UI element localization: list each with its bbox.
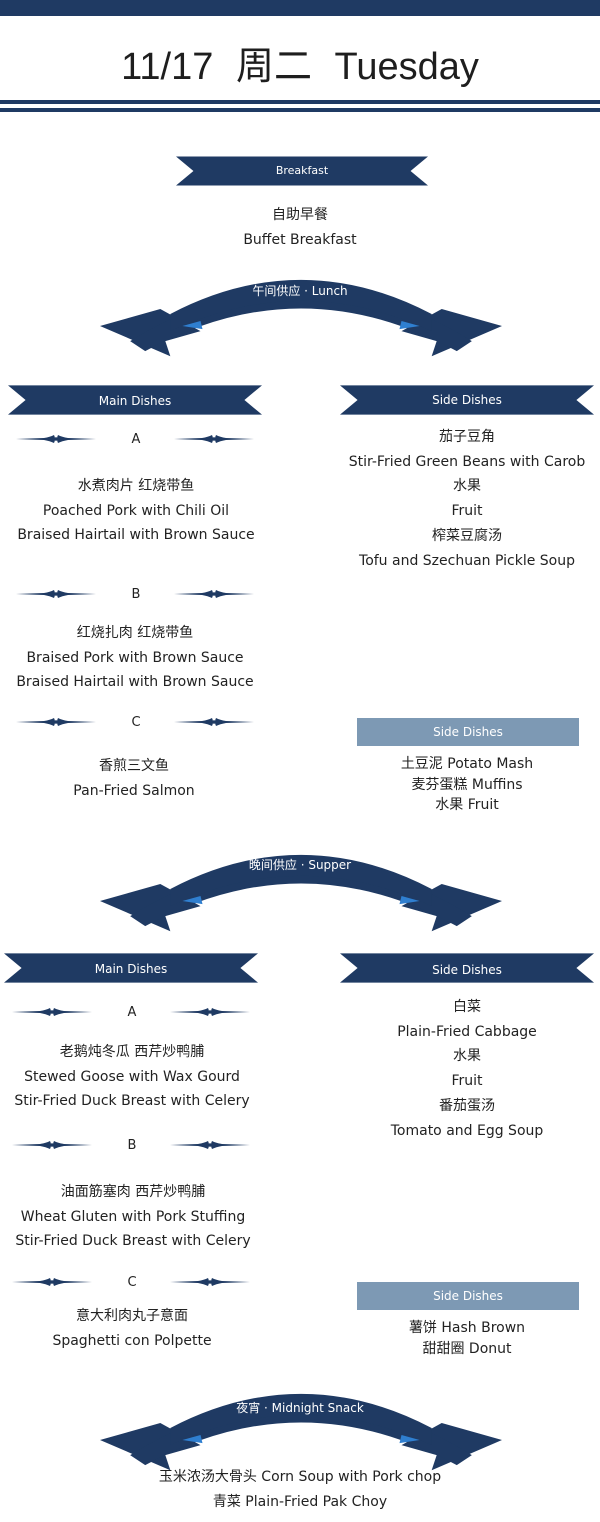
supper-sides2: 薯饼 Hash Brown 甜甜圈 Donut [336, 1318, 598, 1359]
dish-line: 意大利肉丸子意面 [76, 1308, 188, 1324]
ornament-right-icon [174, 590, 254, 598]
supper-option-b-header: B [12, 1138, 250, 1158]
lunch-option-b: 红烧扎肉 红烧带鱼 Braised Pork with Brown Sauce … [0, 621, 270, 695]
option-letter: A [131, 432, 141, 447]
midnight-items: 玉米浓汤大骨头 Corn Soup with Pork chop 青菜 Plai… [0, 1465, 600, 1514]
side-line: 番茄蛋汤 [439, 1097, 495, 1114]
side-line: 榨菜豆腐汤 [432, 527, 502, 544]
ornament-left-icon [16, 435, 96, 443]
ornament-right-icon [170, 1278, 250, 1286]
dish-line: Poached Pork with Chili Oil [42, 502, 230, 519]
dish-line: Braised Pork with Brown Sauce [26, 649, 244, 666]
supper-side2-label: Side Dishes [357, 1282, 579, 1310]
side-line: 水果 [453, 1048, 481, 1065]
lunch-option-c-header: C [16, 715, 254, 735]
option-letter: B [127, 1138, 137, 1153]
lunch-main-label: Main Dishes [98, 394, 172, 408]
dish-line: 香煎三文鱼 [99, 758, 169, 774]
midnight-item: 青菜 Plain-Fried Pak Choy [212, 1493, 388, 1510]
weekday-en: Tuesday [334, 46, 479, 88]
supper-option-c-header: C [12, 1275, 250, 1295]
side-line: Tofu and Szechuan Pickle Soup [359, 552, 575, 569]
midnight-label: 夜宵 · Midnight Snack [236, 1401, 364, 1415]
dish-line: Wheat Gluten with Pork Stuffing [20, 1208, 246, 1225]
supper-option-c: 意大利肉丸子意面 Spaghetti con Polpette [0, 1304, 264, 1353]
dish-line: Stewed Goose with Wax Gourd [24, 1068, 240, 1085]
side-line: 茄子豆角 [439, 429, 495, 445]
supper-side-label: Side Dishes [432, 963, 502, 977]
dish-line: 水煮肉片 红烧带鱼 [77, 478, 195, 494]
dish-line: Braised Hairtail with Brown Sauce [16, 674, 254, 691]
option-letter: C [131, 715, 141, 730]
midnight-arc-ribbon [100, 1393, 502, 1471]
breakfast-item: 自助早餐 [272, 207, 328, 223]
supper-label: 晚间供应 · Supper [248, 858, 352, 872]
dish-line: Braised Hairtail with Brown Sauce [17, 527, 255, 544]
ornament-left-icon [12, 1278, 92, 1286]
option-letter: B [131, 587, 141, 602]
side-line: 水果 [453, 478, 481, 495]
breakfast-item: Buffet Breakfast [243, 231, 357, 248]
date: 11/17 [121, 46, 214, 88]
dish-line: Stir-Fried Duck Breast with Celery [15, 1233, 251, 1250]
lunch-label: 午间供应 · Lunch [252, 284, 348, 298]
supper-option-b: 油面筋塞肉 西芹炒鸭脯 Wheat Gluten with Pork Stuff… [0, 1180, 266, 1254]
header-divider-1 [0, 100, 600, 104]
ornament-left-icon [12, 1141, 92, 1149]
side-line: Plain-Fried Cabbage [397, 1023, 537, 1040]
side-line: 白菜 [453, 999, 481, 1015]
lunch-option-b-header: B [16, 587, 254, 607]
side-line: 麦芬蛋糕 Muffins [411, 776, 523, 793]
breakfast-label: Breakfast [275, 164, 329, 177]
side-line: 薯饼 Hash Brown [408, 1320, 526, 1336]
supper-sides: 白菜 Plain-Fried Cabbage 水果 Fruit 番茄蛋汤 Tom… [336, 995, 598, 1143]
ornament-right-icon [170, 1008, 250, 1016]
supper-main-label: Main Dishes [94, 962, 168, 976]
weekday-cn: 周二 [235, 46, 312, 88]
ornament-right-icon [174, 435, 254, 443]
page-title: 11/17 周二 Tuesday [0, 35, 600, 91]
dish-line: 老鹅炖冬瓜 西芹炒鸭脯 [59, 1044, 205, 1060]
supper-option-a-header: A [12, 1005, 250, 1025]
lunch-side2-label: Side Dishes [357, 718, 579, 746]
side-line: Tomato and Egg Soup [390, 1122, 544, 1139]
lunch-option-c: 香煎三文鱼 Pan-Fried Salmon [0, 754, 268, 803]
ornament-left-icon [16, 590, 96, 598]
dish-line: Spaghetti con Polpette [52, 1332, 212, 1349]
option-letter: A [127, 1005, 137, 1020]
breakfast-items: 自助早餐 Buffet Breakfast [0, 203, 600, 252]
lunch-sides2: 土豆泥 Potato Mash 麦芬蛋糕 Muffins 水果 Fruit [336, 754, 598, 816]
dish-line: 红烧扎肉 红烧带鱼 [76, 625, 194, 641]
lunch-option-a-header: A [16, 432, 254, 452]
lunch-option-a: 水煮肉片 红烧带鱼 Poached Pork with Chili Oil Br… [0, 474, 272, 548]
dish-line: 油面筋塞肉 西芹炒鸭脯 [60, 1184, 206, 1200]
top-band [0, 0, 600, 16]
option-letter: C [127, 1275, 137, 1290]
ornament-right-icon [174, 718, 254, 726]
ornament-left-icon [12, 1008, 92, 1016]
supper-option-a: 老鹅炖冬瓜 西芹炒鸭脯 Stewed Goose with Wax Gourd … [0, 1040, 264, 1114]
side-line: Fruit [451, 1073, 483, 1090]
side-line: Fruit [451, 503, 483, 520]
lunch-side-label: Side Dishes [432, 393, 502, 407]
lunch-sides: 茄子豆角 Stir-Fried Green Beans with Carob 水… [336, 425, 598, 573]
dish-line: Stir-Fried Duck Breast with Celery [14, 1093, 250, 1110]
side-line: 水果 Fruit [435, 797, 499, 813]
ornament-left-icon [16, 718, 96, 726]
header-divider-2 [0, 108, 600, 112]
side-line: 甜甜圈 Donut [422, 1340, 512, 1357]
dish-line: Pan-Fried Salmon [73, 782, 195, 799]
midnight-item: 玉米浓汤大骨头 Corn Soup with Pork chop [158, 1469, 442, 1485]
side-line: 土豆泥 Potato Mash [400, 756, 534, 772]
ornament-right-icon [170, 1141, 250, 1149]
side-line: Stir-Fried Green Beans with Carob [348, 453, 586, 470]
